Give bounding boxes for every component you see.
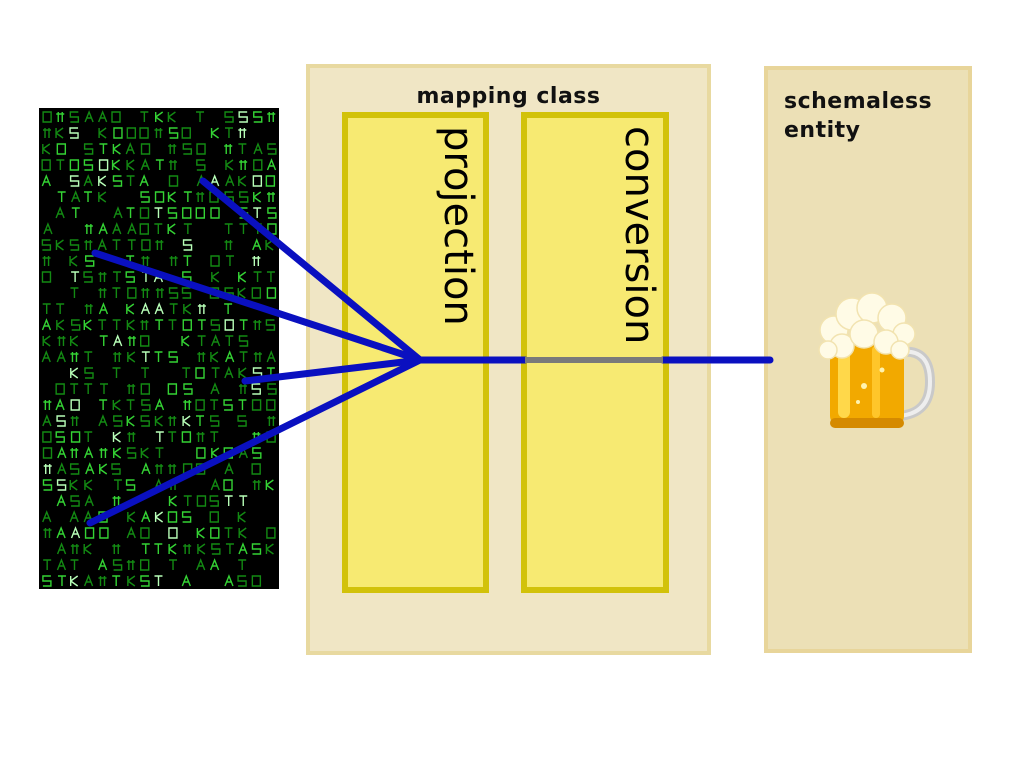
- conversion-label: conversion: [616, 126, 662, 345]
- source-line-4: [86, 356, 424, 527]
- matrix-code-icon: [39, 108, 279, 589]
- conversion-column: conversion: [521, 112, 669, 593]
- source-line-1: [199, 177, 424, 364]
- source-line-2: [91, 249, 424, 364]
- matrix-code-graphic: [41, 110, 277, 587]
- projection-label: projection: [435, 126, 481, 326]
- mapping-class-title: mapping class: [416, 84, 601, 109]
- schemaless-entity-title: schemaless entity: [784, 89, 933, 143]
- source-line-3: [241, 356, 424, 385]
- beer-mug-icon: [818, 292, 936, 428]
